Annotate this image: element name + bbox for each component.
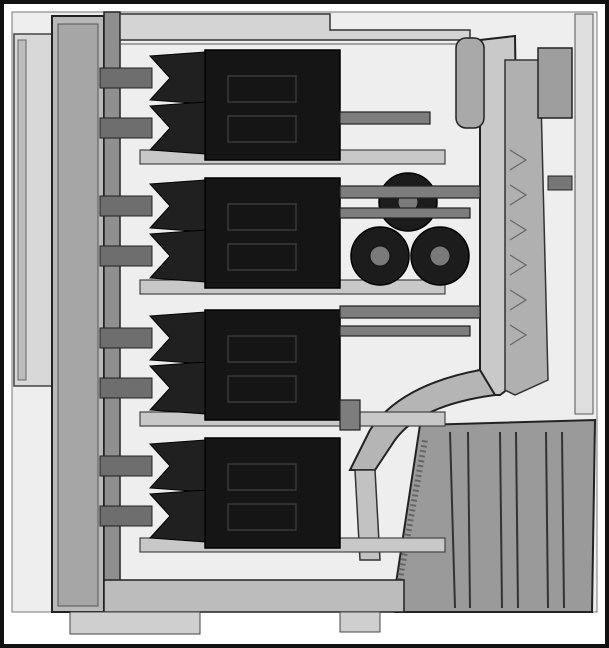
module-recess (227, 115, 297, 143)
cell-connector (99, 117, 153, 139)
battery-modules (99, 49, 341, 549)
right-duct-inner (504, 59, 549, 396)
cell-connector (99, 455, 153, 477)
battery-module (99, 49, 341, 161)
cell-connector (99, 327, 153, 349)
top-right-connector (537, 47, 573, 119)
module-recess (227, 335, 297, 363)
cylinder-core (369, 245, 391, 267)
cell-connector (99, 505, 153, 527)
tray-hatching (395, 439, 428, 591)
module-recess (227, 503, 297, 531)
module-body (204, 49, 341, 161)
battery-module (99, 437, 341, 549)
module-body (204, 309, 341, 421)
right-edge-strip (574, 13, 594, 415)
module-body (204, 437, 341, 549)
module-recess (227, 375, 297, 403)
cell-cap (148, 179, 206, 233)
cell-cap (148, 101, 206, 155)
module-body (204, 177, 341, 289)
duct-ribs (509, 149, 528, 346)
top-housing (119, 13, 471, 41)
module-recess (227, 243, 297, 271)
cell-cap (148, 489, 206, 543)
module-recess (227, 463, 297, 491)
bottom-housing (103, 579, 405, 613)
cell-cap (148, 439, 206, 493)
round-cylinder (378, 172, 438, 232)
module-recess (227, 203, 297, 231)
cell-cap (148, 311, 206, 365)
cell-cap (148, 51, 206, 105)
top-right-bracket (455, 37, 485, 129)
left-housing-wall-inner (57, 23, 99, 607)
round-cylinder (410, 226, 470, 286)
left-side-panel-inner (17, 39, 27, 381)
tray-ribs (449, 431, 565, 609)
cell-connector (99, 377, 153, 399)
cell-cap (148, 229, 206, 283)
cell-cap (148, 361, 206, 415)
battery-module (99, 177, 341, 289)
right-side-tab (547, 175, 573, 191)
module-recess (227, 75, 297, 103)
bottom-foot (69, 611, 201, 635)
round-cylinder (350, 226, 410, 286)
mounting-brackets (339, 111, 481, 431)
cell-connector (99, 245, 153, 267)
bottom-right-tray (394, 418, 597, 613)
cell-connector (99, 195, 153, 217)
cylinder-core (429, 245, 451, 267)
cell-connector (99, 67, 153, 89)
battery-module (99, 309, 341, 421)
bottom-foot-small (339, 611, 381, 633)
